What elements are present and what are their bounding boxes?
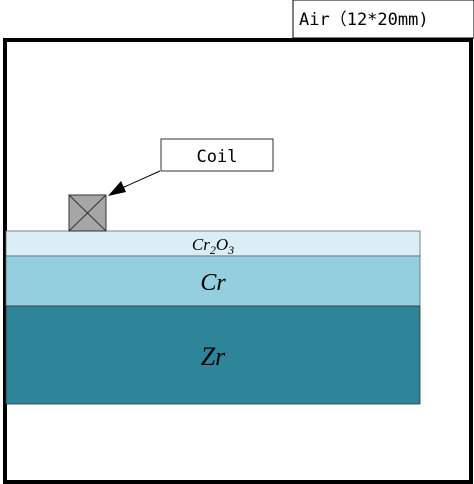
cr-label: Cr — [200, 270, 226, 296]
zr-layer — [5, 305, 421, 405]
zr-label: Zr — [201, 342, 226, 371]
coil-label-box — [160, 138, 274, 172]
cr2o3-layer — [5, 230, 421, 257]
coil-icon — [68, 194, 107, 232]
air-domain-boundary — [3, 38, 473, 484]
air-label: Air（12*20mm) — [299, 10, 429, 30]
cr2o3-label: Cr2O3 — [192, 235, 234, 257]
air-label-box — [292, 0, 474, 39]
coil-label: Coil — [197, 147, 238, 167]
coil-leader-arrow — [108, 170, 161, 196]
